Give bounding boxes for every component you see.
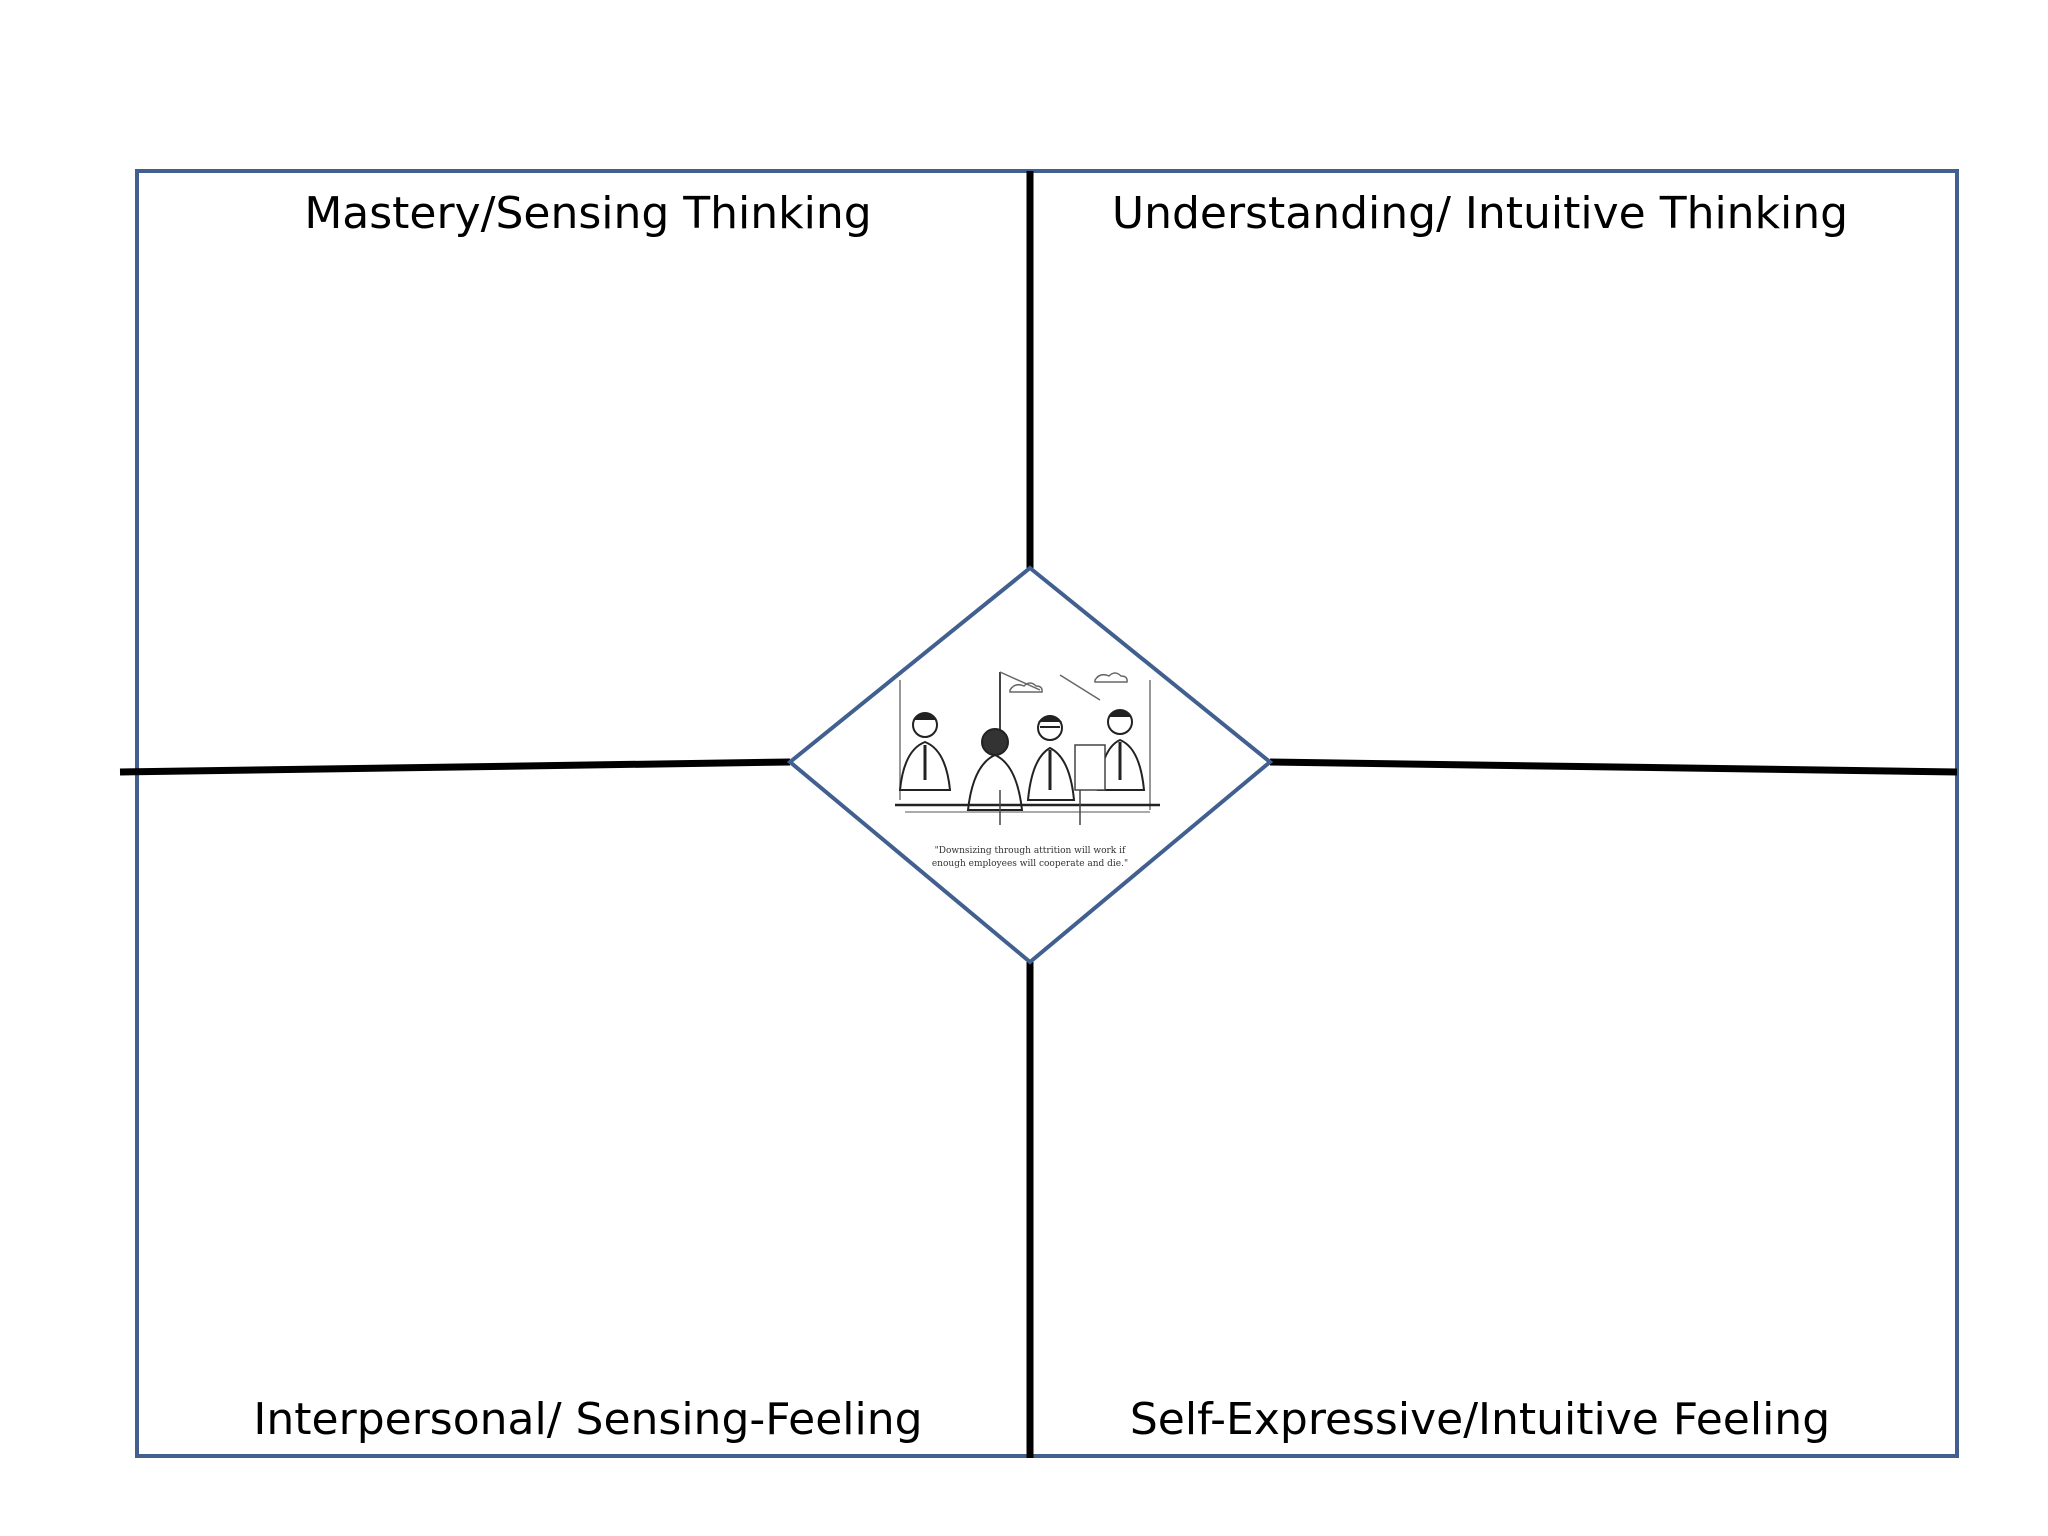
- quadrant-label-bottom-right: Self-Expressive/Intuitive Feeling: [1129, 1394, 1831, 1445]
- cartoon-caption-line-1: "Downsizing through attrition will work …: [935, 846, 1126, 856]
- center-diamond: [786, 565, 1274, 965]
- horizontal-divider-left: [119, 758, 791, 776]
- quadrant-label-top-left: Mastery/Sensing Thinking: [304, 188, 872, 239]
- cartoon-caption-line-2: enough employees will cooperate and die.…: [932, 859, 1128, 869]
- meeting-cartoon-image: "Downsizing through attrition will work …: [895, 671, 1160, 869]
- quadrant-label-top-right: Understanding/ Intuitive Thinking: [1111, 188, 1849, 239]
- quadrant-label-bottom-left: Interpersonal/ Sensing-Feeling: [253, 1394, 923, 1445]
- horizontal-divider-right: [1269, 758, 1958, 776]
